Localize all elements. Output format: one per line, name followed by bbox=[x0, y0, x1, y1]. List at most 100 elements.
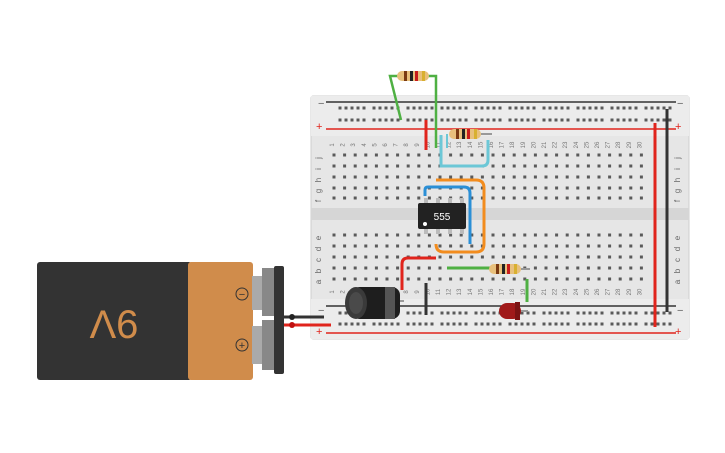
breadboard-hole[interactable] bbox=[427, 244, 431, 248]
breadboard-hole[interactable] bbox=[520, 106, 524, 110]
breadboard-hole[interactable] bbox=[406, 277, 410, 281]
breadboard-hole[interactable] bbox=[427, 175, 431, 179]
breadboard-hole[interactable] bbox=[492, 118, 496, 122]
breadboard-hole[interactable] bbox=[512, 164, 516, 168]
breadboard-hole[interactable] bbox=[600, 311, 604, 315]
breadboard-hole[interactable] bbox=[616, 311, 620, 315]
breadboard-hole[interactable] bbox=[480, 118, 484, 122]
breadboard-hole[interactable] bbox=[618, 164, 622, 168]
breadboard-hole[interactable] bbox=[512, 186, 516, 190]
breadboard-hole[interactable] bbox=[343, 277, 347, 281]
breadboard-hole[interactable] bbox=[618, 196, 622, 200]
breadboard-hole[interactable] bbox=[618, 175, 622, 179]
breadboard-hole[interactable] bbox=[544, 233, 548, 237]
breadboard-hole[interactable] bbox=[406, 175, 410, 179]
breadboard-hole[interactable] bbox=[362, 322, 366, 326]
breadboard-hole[interactable] bbox=[639, 164, 643, 168]
breadboard-hole[interactable] bbox=[544, 277, 548, 281]
breadboard-hole[interactable] bbox=[417, 244, 421, 248]
breadboard-hole[interactable] bbox=[464, 311, 468, 315]
breadboard-hole[interactable] bbox=[582, 106, 586, 110]
breadboard-hole[interactable] bbox=[418, 311, 422, 315]
breadboard-hole[interactable] bbox=[418, 322, 422, 326]
breadboard-hole[interactable] bbox=[610, 322, 614, 326]
breadboard-hole[interactable] bbox=[412, 106, 416, 110]
breadboard-hole[interactable] bbox=[544, 153, 548, 157]
breadboard-hole[interactable] bbox=[629, 255, 633, 259]
breadboard-hole[interactable] bbox=[544, 266, 548, 270]
breadboard-hole[interactable] bbox=[542, 118, 546, 122]
breadboard-hole[interactable] bbox=[396, 186, 400, 190]
breadboard-hole[interactable] bbox=[364, 266, 368, 270]
breadboard-hole[interactable] bbox=[374, 175, 378, 179]
breadboard-hole[interactable] bbox=[344, 311, 348, 315]
breadboard-hole[interactable] bbox=[586, 153, 590, 157]
breadboard-hole[interactable] bbox=[586, 196, 590, 200]
breadboard-hole[interactable] bbox=[634, 322, 638, 326]
breadboard-hole[interactable] bbox=[491, 186, 495, 190]
breadboard-hole[interactable] bbox=[344, 118, 348, 122]
breadboard-hole[interactable] bbox=[523, 277, 527, 281]
breadboard-hole[interactable] bbox=[470, 244, 474, 248]
breadboard-hole[interactable] bbox=[544, 196, 548, 200]
breadboard-hole[interactable] bbox=[523, 153, 527, 157]
breadboard-hole[interactable] bbox=[491, 233, 495, 237]
breadboard-hole[interactable] bbox=[554, 118, 558, 122]
breadboard-hole[interactable] bbox=[353, 233, 357, 237]
breadboard-hole[interactable] bbox=[353, 175, 357, 179]
breadboard-hole[interactable] bbox=[502, 164, 506, 168]
breadboard-hole[interactable] bbox=[480, 175, 484, 179]
breadboard-hole[interactable] bbox=[470, 277, 474, 281]
breadboard-hole[interactable] bbox=[594, 118, 598, 122]
breadboard-hole[interactable] bbox=[662, 311, 666, 315]
breadboard-hole[interactable] bbox=[343, 266, 347, 270]
breadboard-hole[interactable] bbox=[418, 118, 422, 122]
breadboard-hole[interactable] bbox=[533, 186, 537, 190]
breadboard-hole[interactable] bbox=[560, 106, 564, 110]
breadboard-hole[interactable] bbox=[639, 233, 643, 237]
breadboard-hole[interactable] bbox=[532, 311, 536, 315]
breadboard-hole[interactable] bbox=[526, 322, 530, 326]
breadboard-hole[interactable] bbox=[586, 244, 590, 248]
breadboard-hole[interactable] bbox=[350, 118, 354, 122]
breadboard-hole[interactable] bbox=[374, 164, 378, 168]
breadboard-hole[interactable] bbox=[452, 106, 456, 110]
breadboard-hole[interactable] bbox=[480, 233, 484, 237]
breadboard-hole[interactable] bbox=[427, 153, 431, 157]
breadboard-hole[interactable] bbox=[430, 311, 434, 315]
breadboard-hole[interactable] bbox=[526, 311, 530, 315]
breadboard-hole[interactable] bbox=[385, 233, 389, 237]
breadboard-hole[interactable] bbox=[459, 255, 463, 259]
breadboard-hole[interactable] bbox=[548, 118, 552, 122]
breadboard-hole[interactable] bbox=[629, 233, 633, 237]
breadboard-hole[interactable] bbox=[396, 164, 400, 168]
breadboard-hole[interactable] bbox=[566, 311, 570, 315]
breadboard-hole[interactable] bbox=[512, 153, 516, 157]
breadboard-hole[interactable] bbox=[656, 106, 660, 110]
breadboard-hole[interactable] bbox=[470, 186, 474, 190]
breadboard-hole[interactable] bbox=[662, 118, 666, 122]
breadboard-hole[interactable] bbox=[554, 311, 558, 315]
breadboard-hole[interactable] bbox=[353, 186, 357, 190]
breadboard-hole[interactable] bbox=[644, 311, 648, 315]
breadboard-hole[interactable] bbox=[554, 322, 558, 326]
breadboard-hole[interactable] bbox=[650, 106, 654, 110]
breadboard-hole[interactable] bbox=[576, 255, 580, 259]
breadboard-hole[interactable] bbox=[514, 118, 518, 122]
breadboard-hole[interactable] bbox=[639, 266, 643, 270]
breadboard-hole[interactable] bbox=[374, 186, 378, 190]
breadboard-hole[interactable] bbox=[576, 153, 580, 157]
breadboard-hole[interactable] bbox=[634, 118, 638, 122]
breadboard-hole[interactable] bbox=[639, 186, 643, 190]
breadboard-hole[interactable] bbox=[514, 322, 518, 326]
breadboard-hole[interactable] bbox=[629, 186, 633, 190]
breadboard-hole[interactable] bbox=[512, 196, 516, 200]
breadboard-hole[interactable] bbox=[555, 233, 559, 237]
breadboard-hole[interactable] bbox=[644, 118, 648, 122]
breadboard-hole[interactable] bbox=[628, 311, 632, 315]
breadboard-hole[interactable] bbox=[343, 186, 347, 190]
breadboard-hole[interactable] bbox=[586, 233, 590, 237]
breadboard-hole[interactable] bbox=[406, 266, 410, 270]
breadboard-hole[interactable] bbox=[406, 153, 410, 157]
breadboard-hole[interactable] bbox=[406, 196, 410, 200]
